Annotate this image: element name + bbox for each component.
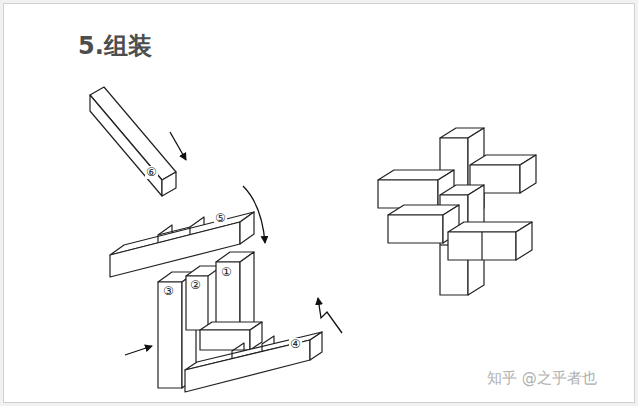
callout-number: ⑥ <box>145 166 158 179</box>
watermark: 知乎 @之乎者也 <box>487 370 597 387</box>
callout-number: ③ <box>162 285 175 298</box>
diagram-title: 5.组装 <box>78 33 152 59</box>
callout-number: ② <box>189 279 202 292</box>
callout-number: ① <box>220 266 233 279</box>
callout-number: ⑤ <box>214 212 227 225</box>
callout-number: ④ <box>289 338 302 351</box>
